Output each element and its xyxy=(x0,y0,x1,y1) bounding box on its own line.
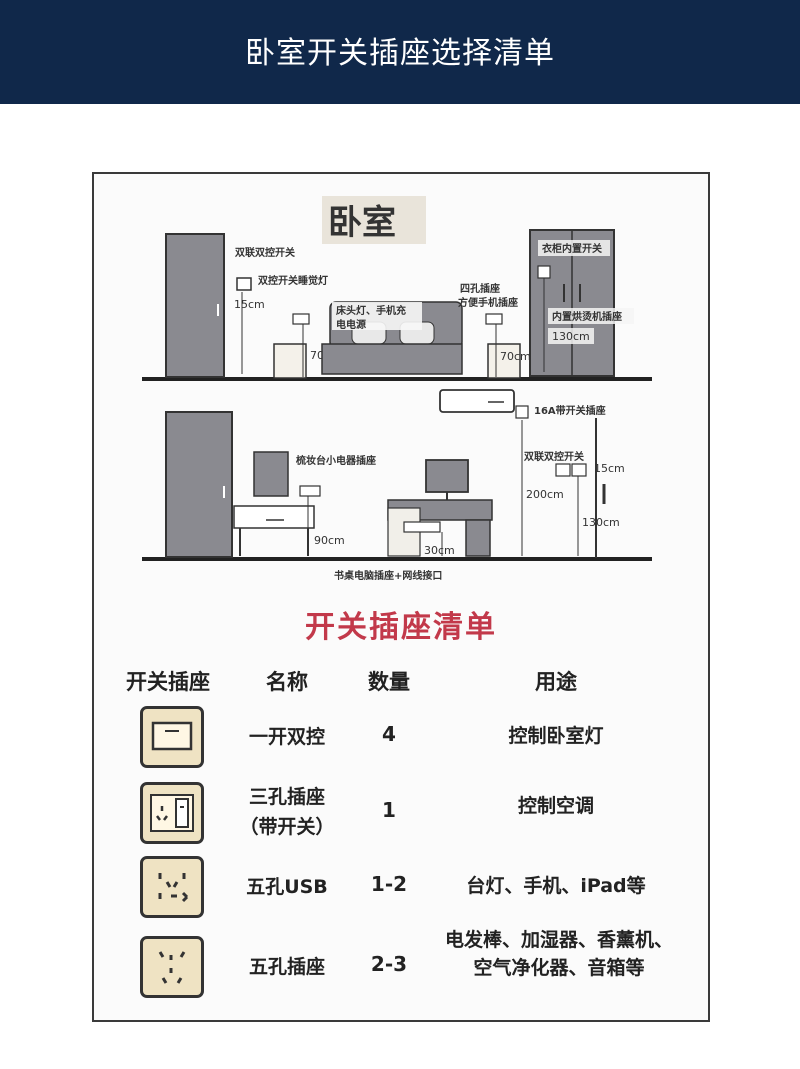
outlet-left xyxy=(292,313,310,325)
column-header-qty: 数量 xyxy=(368,670,410,694)
row-name: 一开双控 xyxy=(248,726,325,748)
five-hole-socket-icon xyxy=(140,936,204,998)
row-use: 电发棒、加湿器、香薰机、空气净化器、音箱等 xyxy=(444,929,673,979)
label-dresser: 梳妆台小电器插座 xyxy=(295,454,376,467)
five-hole-usb-socket-icon xyxy=(140,856,204,918)
title-patch xyxy=(322,196,426,244)
list-row: 三孔插座 （带开关） 1 控制空调 xyxy=(94,778,708,848)
label-wardrobe-inner: 内置烘烫机插座 xyxy=(552,310,622,323)
page-title: 卧室开关插座选择清单 xyxy=(245,36,555,71)
dresser-outlet xyxy=(299,485,321,497)
air-conditioner xyxy=(439,389,515,413)
label-four-hole-2: 方便手机插座 xyxy=(458,296,518,309)
ac-outlet xyxy=(515,405,529,419)
dresser-table xyxy=(233,505,315,529)
bedside-table-right xyxy=(487,343,521,379)
row-name-line2: （带开关） xyxy=(239,816,335,838)
label-desk-outlet: 书桌电脑插座+网线接口 xyxy=(334,569,442,582)
list-row: 五孔插座 2-3 电发棒、加湿器、香薰机、空气净化器、音箱等 xyxy=(94,926,708,1012)
wardrobe-inner-patch xyxy=(548,308,634,324)
label-15cm-left: 15cm xyxy=(234,298,265,311)
desk-outlet xyxy=(403,521,441,533)
right-switch-1 xyxy=(555,463,571,477)
column-header-use: 用途 xyxy=(535,670,577,694)
bedroom-diagram: 卧室 双联双控开关 双控开关睡觉灯 15cm 70cm 床头灯、手机充 电电源 … xyxy=(142,196,652,582)
door-lower-left xyxy=(165,411,233,558)
label-bedside-lamp-2: 电电源 xyxy=(336,318,366,331)
bed-body xyxy=(321,343,463,375)
wardrobe-switch xyxy=(537,265,551,279)
wardrobe-label-patch xyxy=(538,240,610,256)
door-upper-left xyxy=(165,233,225,378)
dresser-mirror xyxy=(253,451,289,497)
outlet-right xyxy=(485,313,503,325)
desk-cabinet xyxy=(465,519,491,557)
row-qty: 2-3 xyxy=(370,952,408,976)
wardrobe-130-patch xyxy=(548,328,594,344)
bedside-table-left xyxy=(273,343,307,379)
label-dual-sleep-light: 双控开关睡觉灯 xyxy=(258,274,328,287)
label-dual-switch-2: 双联双控开关 xyxy=(524,450,584,463)
single-rocker-switch-icon xyxy=(140,706,204,768)
row-qty: 1 xyxy=(382,798,396,822)
label-four-hole: 四孔插座 xyxy=(460,282,500,295)
bedside-label-patch xyxy=(332,302,422,330)
label-90cm: 90cm xyxy=(314,534,345,547)
label-15cm-right: 15cm xyxy=(594,462,625,475)
dual-switch-plate xyxy=(236,277,252,291)
label-130cm-top: 130cm xyxy=(552,330,590,343)
label-ac-16a: 16A带开关插座 xyxy=(534,404,606,417)
label-130cm-bottom: 130cm xyxy=(582,516,620,529)
label-dual-switch: 双联双控开关 xyxy=(235,246,295,259)
list-title: 开关插座清单 xyxy=(305,610,497,645)
label-30cm: 30cm xyxy=(424,544,455,557)
row-use: 控制卧室灯 xyxy=(508,725,604,747)
right-switch-2 xyxy=(571,463,587,477)
row-name: 五孔USB xyxy=(246,876,328,898)
row-name-line1: 三孔插座 xyxy=(248,786,325,808)
list-row: 五孔USB 1-2 台灯、手机、iPad等 xyxy=(94,854,708,922)
list-row: 一开双控 4 控制卧室灯 xyxy=(94,704,708,772)
row-qty: 4 xyxy=(382,722,396,746)
page-header: 卧室开关插座选择清单 xyxy=(0,0,800,104)
row-name: 三孔插座 （带开关） xyxy=(232,782,342,842)
label-70cm-right: 70cm xyxy=(500,350,531,363)
row-qty: 1-2 xyxy=(370,872,408,896)
column-header-name: 名称 xyxy=(266,670,308,694)
room-title: 卧室 xyxy=(328,203,396,243)
bedroom-card: 卧室 双联双控开关 双控开关睡觉灯 15cm 70cm 床头灯、手机充 电电源 … xyxy=(92,172,710,1022)
column-header-icon: 开关插座 xyxy=(126,670,210,694)
label-bedside-lamp: 床头灯、手机充 xyxy=(336,304,406,317)
three-hole-switched-socket-icon xyxy=(140,782,204,844)
label-200cm: 200cm xyxy=(526,488,564,501)
label-wardrobe: 衣柜内置开关 xyxy=(542,242,602,255)
row-use: 台灯、手机、iPad等 xyxy=(466,875,646,897)
monitor xyxy=(425,459,469,493)
row-name: 五孔插座 xyxy=(248,956,325,978)
row-use: 控制空调 xyxy=(517,795,594,817)
